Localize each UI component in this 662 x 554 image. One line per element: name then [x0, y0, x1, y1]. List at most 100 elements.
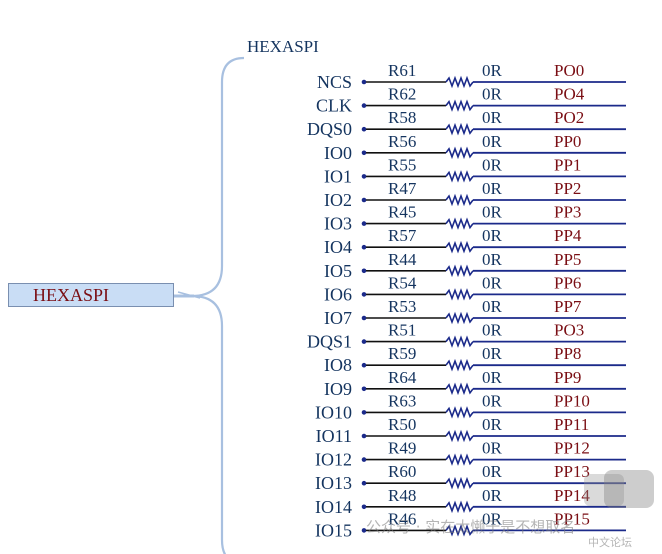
- pin-dot: [361, 480, 367, 486]
- pin-dot: [361, 197, 367, 203]
- net-label: PP3: [554, 203, 581, 222]
- net-label: PP9: [554, 368, 581, 387]
- resistor-symbol: [445, 75, 474, 89]
- resistor-symbol: [445, 500, 474, 514]
- resistor-ref: R50: [388, 415, 416, 434]
- resistor-ref: R64: [388, 368, 417, 387]
- resistor-ref: R45: [388, 203, 416, 222]
- pin-label: IO5: [324, 261, 352, 281]
- net-label: PP8: [554, 344, 581, 363]
- pin-label: IO3: [324, 214, 352, 234]
- pin-dot: [361, 386, 367, 392]
- pin-label: DQS0: [307, 119, 352, 139]
- resistor-symbol: [445, 264, 474, 278]
- resistor-symbol: [445, 193, 474, 207]
- bus-entry-line: [177, 291, 201, 299]
- resistor-value: 0R: [482, 415, 503, 434]
- resistor-value: 0R: [482, 61, 503, 80]
- pin-label: IO0: [324, 143, 352, 163]
- resistor-ref: R62: [388, 85, 416, 104]
- resistor-ref: R59: [388, 344, 416, 363]
- net-label: PO0: [554, 61, 584, 80]
- pin-dot: [361, 410, 367, 415]
- resistor-ref: R58: [388, 108, 416, 127]
- resistor-ref: R63: [388, 391, 416, 410]
- net-label: PO4: [554, 85, 585, 104]
- signal-row: IO3 R45 0R PP3: [324, 203, 626, 234]
- pin-dot: [361, 244, 367, 250]
- resistor-symbol: [445, 335, 474, 348]
- resistor-value: 0R: [482, 155, 503, 174]
- resistor-ref: R60: [388, 462, 416, 481]
- pin-label: DQS1: [307, 332, 352, 352]
- hexaspi-port-label[interactable]: HEXASPI: [8, 283, 174, 307]
- net-label: PP13: [554, 462, 590, 481]
- resistor-value: 0R: [482, 509, 503, 528]
- bus-brace-curve: [191, 56, 245, 554]
- net-label: PP5: [554, 250, 581, 269]
- resistor-symbol: [445, 453, 474, 466]
- pin-label: IO15: [315, 520, 352, 540]
- resistor-symbol: [445, 146, 474, 160]
- pin-dot: [361, 457, 367, 462]
- pin-label: IO6: [324, 284, 352, 304]
- net-label: PO3: [554, 321, 584, 340]
- resistor-value: 0R: [482, 203, 503, 222]
- signal-row: NCS R61 0R PO0: [317, 61, 626, 92]
- resistor-symbol: [445, 99, 474, 112]
- resistor-value: 0R: [482, 321, 503, 340]
- resistor-symbol: [445, 311, 474, 325]
- pin-label: IO12: [315, 450, 352, 470]
- resistor-ref: R49: [388, 439, 416, 458]
- net-label: PP1: [554, 155, 581, 174]
- resistor-ref: R46: [388, 509, 416, 528]
- resistor-ref: R61: [388, 61, 416, 80]
- net-label: PP2: [554, 179, 581, 198]
- pin-dot: [361, 339, 367, 344]
- pin-label: IO10: [315, 402, 352, 422]
- resistor-value: 0R: [482, 344, 503, 363]
- pin-dot: [361, 315, 367, 321]
- net-label: PP14: [554, 486, 590, 505]
- pin-label: IO4: [324, 237, 352, 257]
- bus-bracket: [174, 56, 245, 554]
- pin-label: IO11: [316, 426, 352, 446]
- resistor-symbol: [445, 476, 474, 490]
- resistor-symbol: [445, 122, 474, 136]
- pin-dot: [361, 150, 367, 156]
- pin-dot: [361, 174, 367, 179]
- net-label: PP0: [554, 132, 581, 151]
- resistor-symbol: [445, 382, 474, 396]
- pin-dot: [361, 292, 367, 297]
- resistor-symbol: [445, 406, 474, 419]
- net-label: PP4: [554, 226, 582, 245]
- resistor-value: 0R: [482, 368, 503, 387]
- resistor-ref: R44: [388, 250, 417, 269]
- resistor-symbol: [445, 170, 474, 183]
- resistor-value: 0R: [482, 462, 503, 481]
- resistor-value: 0R: [482, 297, 503, 316]
- resistor-ref: R51: [388, 321, 416, 340]
- pin-label: IO8: [324, 355, 352, 375]
- pin-label: IO13: [315, 473, 352, 493]
- pin-label: NCS: [317, 72, 352, 92]
- resistor-value: 0R: [482, 226, 503, 245]
- resistor-value: 0R: [482, 273, 503, 292]
- pin-dot: [361, 103, 367, 108]
- pin-label: IO1: [324, 166, 352, 186]
- pin-label: IO7: [324, 308, 352, 328]
- resistor-value: 0R: [482, 179, 503, 198]
- resistor-value: 0R: [482, 85, 503, 104]
- pin-dot: [361, 268, 367, 274]
- resistor-ref: R53: [388, 297, 416, 316]
